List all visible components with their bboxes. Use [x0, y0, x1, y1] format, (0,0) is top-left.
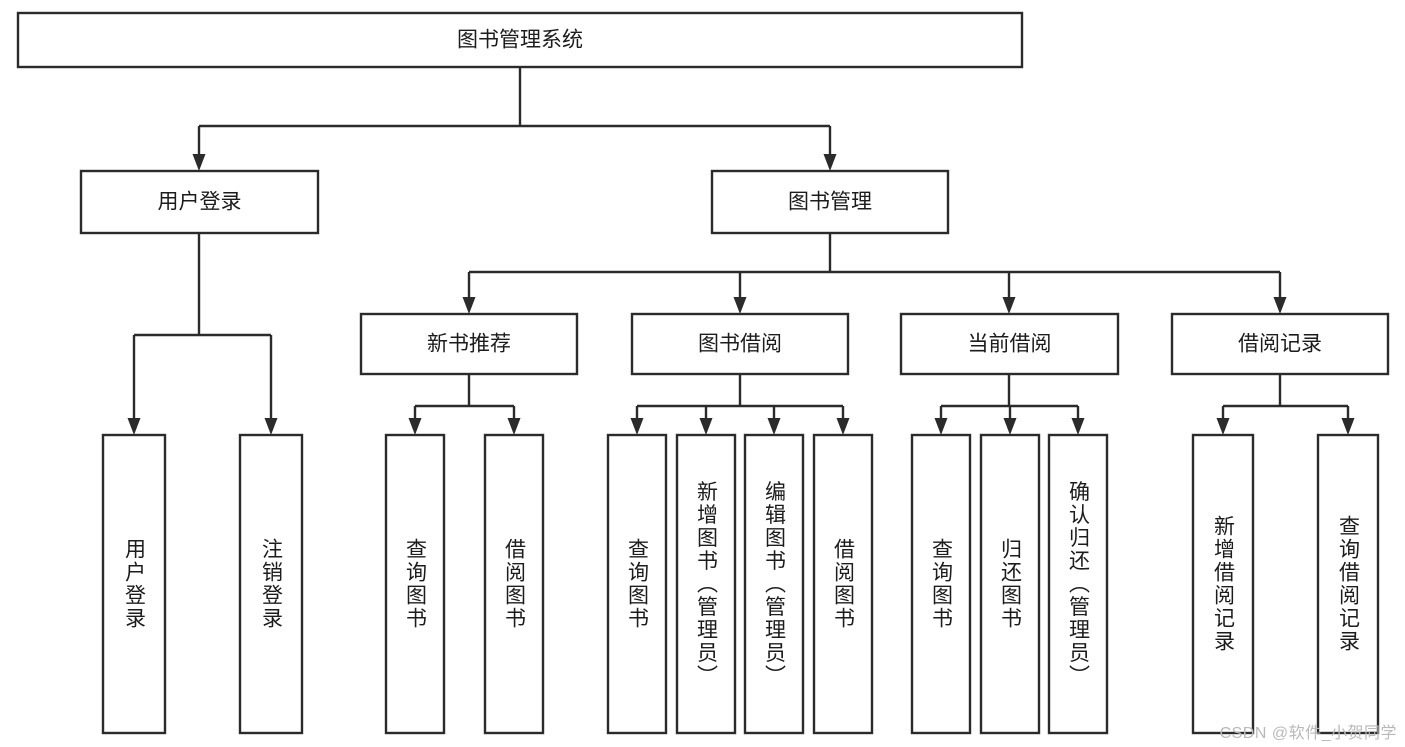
node-label: 用户登录	[158, 191, 242, 214]
node-label: 查询图书	[626, 538, 650, 630]
leaf-node-编辑图书-管理员[interactable]: 编辑图书（管理员）	[743, 433, 805, 735]
level2-node-用户登录[interactable]: 用户登录	[79, 169, 320, 235]
node-layer: 图书管理系统用户登录图书管理新书推荐图书借阅当前借阅借阅记录用户登录注销登录查询…	[16, 11, 1390, 735]
node-label: 归还图书	[999, 538, 1023, 630]
leaf-node-归还图书[interactable]: 归还图书	[979, 433, 1041, 735]
node-label: 用户登录	[123, 538, 147, 630]
leaf-node-查询图书[interactable]: 查询图书	[910, 433, 972, 735]
node-label: 当前借阅	[968, 333, 1052, 356]
connector-layer	[127, 67, 1355, 435]
connector-record-to-leaves	[1216, 374, 1355, 435]
connector-root-to-level2	[192, 67, 837, 171]
connector-userlogin-to-leaves	[127, 233, 278, 435]
level3-node-当前借阅[interactable]: 当前借阅	[899, 312, 1120, 376]
connector-borrow-to-leaves	[630, 374, 850, 435]
node-label: 编辑图书（管理员）	[763, 481, 787, 688]
leaf-node-借阅图书[interactable]: 借阅图书	[483, 433, 545, 735]
level3-node-新书推荐[interactable]: 新书推荐	[359, 312, 579, 376]
node-label: 查询图书	[404, 538, 428, 630]
connector-newbook-to-leaves	[408, 374, 521, 435]
node-label: 借阅图书	[832, 538, 856, 630]
node-label: 查询借阅记录	[1337, 515, 1361, 653]
leaf-node-新增借阅记录[interactable]: 新增借阅记录	[1191, 433, 1255, 735]
leaf-node-用户登录[interactable]: 用户登录	[101, 433, 167, 735]
level3-node-借阅记录[interactable]: 借阅记录	[1170, 312, 1390, 376]
node-label: 新增借阅记录	[1212, 515, 1236, 653]
leaf-node-借阅图书[interactable]: 借阅图书	[812, 433, 874, 735]
node-label: 确认归还（管理员）	[1067, 481, 1091, 688]
leaf-node-注销登录[interactable]: 注销登录	[238, 433, 304, 735]
node-label: 图书管理	[788, 191, 872, 214]
leaf-node-查询图书[interactable]: 查询图书	[606, 433, 668, 735]
node-label: 查询图书	[930, 538, 954, 630]
leaf-node-查询借阅记录[interactable]: 查询借阅记录	[1316, 433, 1380, 735]
node-label: 新书推荐	[427, 333, 511, 356]
node-label: 借阅图书	[503, 538, 527, 630]
level2-node-图书管理[interactable]: 图书管理	[710, 169, 950, 235]
connector-bookmgmt-to-level3	[462, 233, 1287, 314]
node-label: 注销登录	[260, 538, 284, 630]
level3-node-图书借阅[interactable]: 图书借阅	[630, 312, 850, 376]
root-node-图书管理系统[interactable]: 图书管理系统	[16, 11, 1024, 69]
node-label: 借阅记录	[1238, 333, 1322, 356]
node-label: 新增图书（管理员）	[695, 481, 719, 688]
leaf-node-查询图书[interactable]: 查询图书	[384, 433, 446, 735]
leaf-node-确认归还-管理员[interactable]: 确认归还（管理员）	[1047, 433, 1109, 735]
leaf-node-新增图书-管理员[interactable]: 新增图书（管理员）	[675, 433, 737, 735]
node-label: 图书借阅	[698, 333, 782, 356]
connector-current-to-leaves	[934, 374, 1085, 435]
node-label: 图书管理系统	[457, 29, 583, 52]
watermark-label: CSDN @软件_小贺同学	[1219, 725, 1397, 742]
